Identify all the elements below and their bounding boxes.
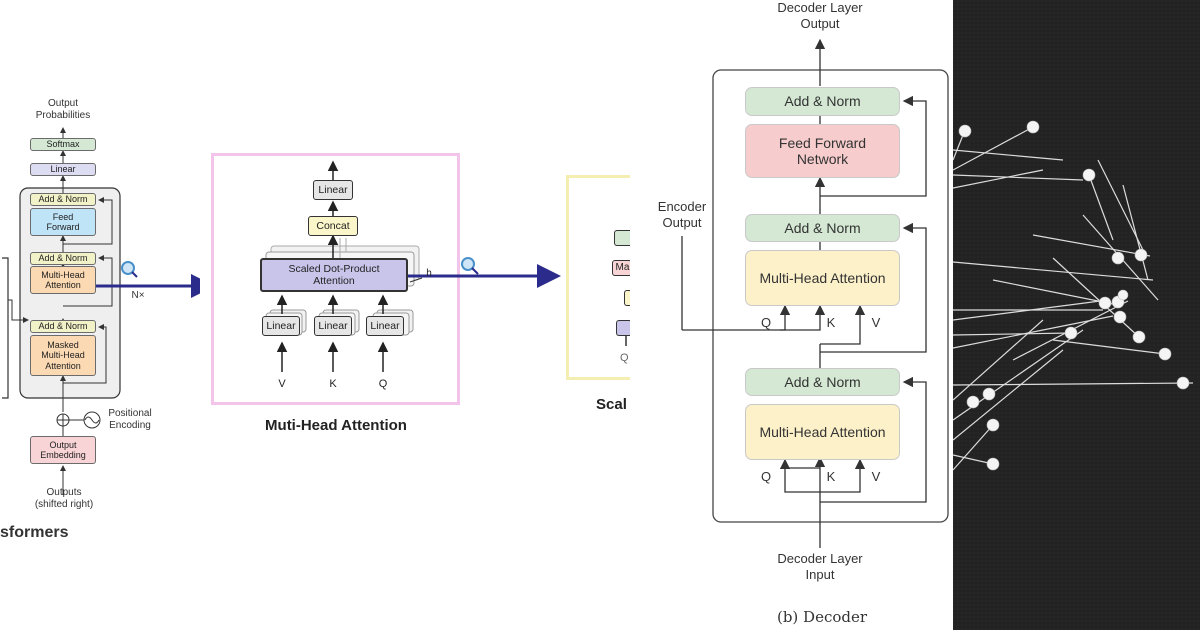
masked-attention-box: Masked Multi-Head Attention — [30, 335, 96, 376]
linear-box: Linear — [30, 163, 96, 176]
bottom-v-label: V — [871, 469, 881, 484]
k-input-label: K — [329, 378, 337, 390]
next-yellow-box — [624, 290, 630, 306]
next-frame — [566, 175, 630, 380]
mha-frame — [211, 153, 460, 405]
transformer-diagram-panel: Output Probabilities Softmax Linear Add … — [0, 0, 200, 630]
next-pink-box: Ma — [612, 260, 630, 276]
mha-concat-box: Concat — [308, 216, 358, 236]
linear-k-box: Linear — [314, 316, 352, 336]
h-label: h — [426, 268, 432, 279]
decoder-input-label: Decoder Layer Input — [777, 551, 863, 582]
transformer-caption: sformers — [0, 524, 69, 541]
linear-v-box: Linear — [262, 316, 300, 336]
bottom-k-label: K — [826, 469, 836, 484]
softmax-box: Softmax — [30, 138, 96, 151]
positional-encoding-label: Positional Encoding — [108, 408, 152, 431]
multi-head-attention-panel: Linear Concat Scaled Dot-Product Attenti… — [200, 0, 630, 630]
decoder-diagram-panel: Decoder Layer Output Add & Norm Feed For… — [630, 0, 953, 630]
sdpa-box: Scaled Dot-Product Attention — [260, 258, 408, 292]
mha-caption: Muti-Head Attention — [265, 417, 407, 434]
decoder-connectors — [681, 38, 949, 548]
next-caption: Scal — [596, 396, 627, 413]
output-probabilities-label: Output Probabilities — [35, 98, 91, 121]
add-norm-box-mid: Add & Norm — [30, 252, 96, 265]
feed-forward-box: Feed Forward — [30, 208, 96, 236]
multi-head-attention-bottom: Multi-Head Attention — [745, 404, 900, 460]
add-norm-box-low: Add & Norm — [30, 320, 96, 333]
outputs-label: Outputs (shifted right) — [34, 487, 94, 510]
nx-label: N× — [131, 290, 145, 301]
pins-photo-panel — [953, 0, 1200, 630]
feed-forward-network-box: Feed Forward Network — [745, 124, 900, 178]
add-norm-middle: Add & Norm — [745, 214, 900, 242]
mha-connectors — [265, 160, 627, 372]
mha-linear-top: Linear — [313, 180, 353, 200]
add-norm-box-top: Add & Norm — [30, 193, 96, 206]
add-norm-bottom: Add & Norm — [745, 368, 900, 396]
output-embedding-box: Output Embedding — [30, 436, 96, 464]
decoder-output-label: Decoder Layer Output — [777, 0, 863, 31]
middle-q-label: Q — [760, 315, 772, 330]
linear-q-box: Linear — [366, 316, 404, 336]
decoder-caption: (b) Decoder — [776, 608, 868, 626]
bottom-q-label: Q — [760, 469, 772, 484]
middle-k-label: K — [826, 315, 836, 330]
q-input-label: Q — [378, 378, 388, 390]
next-purple-box — [616, 320, 630, 336]
multi-head-attention-middle: Multi-Head Attention — [745, 250, 900, 306]
next-green-box — [614, 230, 630, 246]
v-input-label: V — [278, 378, 286, 390]
pins-illustration — [953, 0, 1200, 630]
encoder-output-label: Encoder Output — [657, 199, 707, 230]
multi-head-attention-box: Multi-Head Attention — [30, 266, 96, 294]
next-q-label: Q — [620, 352, 629, 364]
middle-v-label: V — [871, 315, 881, 330]
add-norm-top: Add & Norm — [745, 87, 900, 116]
